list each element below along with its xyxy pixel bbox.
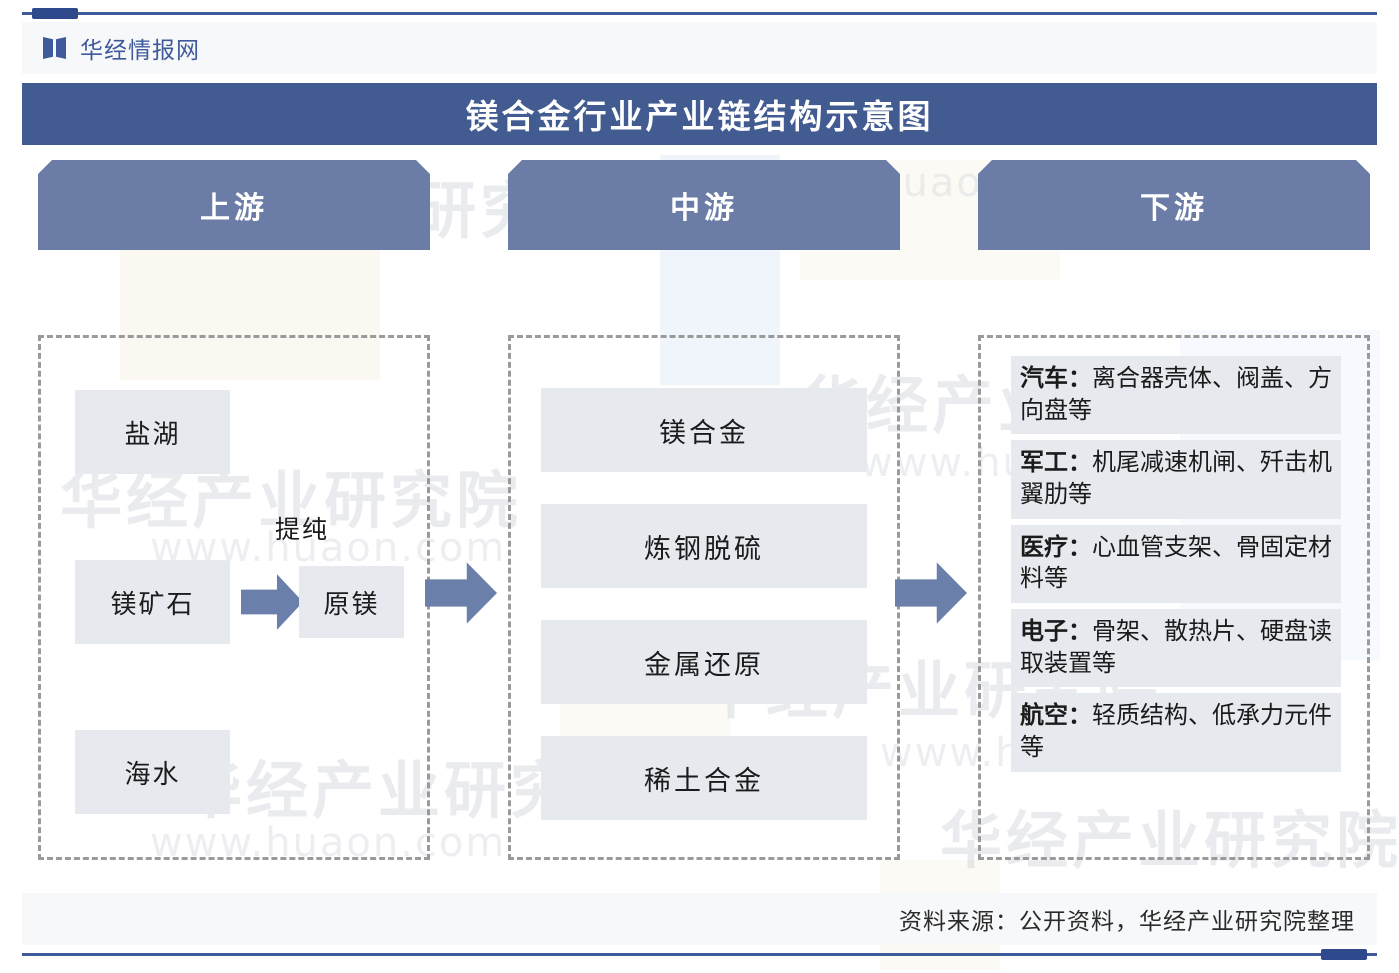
banner-downstream-label: 下游 bbox=[1140, 191, 1208, 226]
node-downstream-0: 汽车：离合器壳体、阀盖、方向盘等 bbox=[1011, 356, 1341, 435]
top-rule-tab bbox=[32, 8, 78, 19]
arrow-purify-icon bbox=[241, 574, 303, 630]
bottom-rule bbox=[22, 953, 1377, 956]
footer-bar: 资料来源：公开资料，华经产业研究院整理 bbox=[22, 893, 1377, 945]
node-midstream-3: 稀土合金 bbox=[541, 736, 867, 820]
panel-upstream: 盐湖 镁矿石 海水 提纯 原镁 bbox=[38, 335, 430, 860]
node-downstream-4-detail: 轻质结构、低承力元件等 bbox=[1020, 701, 1332, 762]
brand-bar: 华经情报网 bbox=[22, 22, 1377, 74]
banner-downstream: 下游 bbox=[978, 160, 1370, 250]
column-midstream: 中游 镁合金 炼钢脱硫 金属还原 稀土合金 bbox=[508, 160, 900, 860]
arrow-midstream-to-downstream-icon bbox=[895, 562, 967, 624]
node-downstream-2-category: 医疗： bbox=[1020, 532, 1092, 561]
banner-midstream: 中游 bbox=[508, 160, 900, 250]
industry-chain-diagram: 上游 盐湖 镁矿石 海水 提纯 原镁 中游 镁合金 炼钢脱硫 金属还原 稀土合金 bbox=[0, 160, 1399, 880]
title-bar: 镁合金行业产业链结构示意图 bbox=[22, 83, 1377, 145]
node-downstream-2: 医疗：心血管支架、骨固定材料等 bbox=[1011, 524, 1341, 604]
banner-upstream: 上游 bbox=[38, 160, 430, 250]
brand-name: 华经情报网 bbox=[80, 38, 200, 64]
node-downstream-1-detail: 机尾减速机闸、歼击机翼肋等 bbox=[1020, 448, 1332, 509]
column-downstream: 下游 汽车：离合器壳体、阀盖、方向盘等 军工：机尾减速机闸、歼击机翼肋等 医疗：… bbox=[978, 160, 1370, 860]
node-upstream-source-1: 镁矿石 bbox=[75, 560, 230, 644]
banner-upstream-label: 上游 bbox=[200, 191, 268, 226]
node-upstream-product: 原镁 bbox=[299, 566, 404, 638]
node-downstream-1-category: 军工： bbox=[1020, 448, 1092, 477]
banner-midstream-label: 中游 bbox=[670, 191, 738, 226]
node-downstream-2-detail: 心血管支架、骨固定材料等 bbox=[1020, 532, 1332, 593]
node-downstream-3-detail: 骨架、散热片、硬盘读取装置等 bbox=[1020, 617, 1332, 677]
node-upstream-source-0: 盐湖 bbox=[75, 390, 230, 474]
node-downstream-3: 电子：骨架、散热片、硬盘读取装置等 bbox=[1011, 609, 1341, 688]
node-downstream-0-category: 汽车： bbox=[1020, 364, 1092, 392]
top-rule bbox=[22, 12, 1377, 15]
process-label-purify: 提纯 bbox=[274, 515, 329, 544]
node-downstream-4: 航空：轻质结构、低承力元件等 bbox=[1011, 693, 1341, 772]
node-midstream-0: 镁合金 bbox=[541, 388, 867, 472]
node-midstream-2: 金属还原 bbox=[541, 620, 867, 704]
node-downstream-4-category: 航空： bbox=[1020, 701, 1092, 730]
node-upstream-source-2: 海水 bbox=[75, 730, 230, 814]
panel-downstream: 汽车：离合器壳体、阀盖、方向盘等 军工：机尾减速机闸、歼击机翼肋等 医疗：心血管… bbox=[978, 335, 1370, 860]
book-logo-icon bbox=[42, 35, 68, 61]
panel-midstream: 镁合金 炼钢脱硫 金属还原 稀土合金 bbox=[508, 335, 900, 860]
source-note: 资料来源：公开资料，华经产业研究院整理 bbox=[899, 909, 1355, 935]
node-downstream-0-detail: 离合器壳体、阀盖、方向盘等 bbox=[1020, 364, 1332, 424]
node-midstream-1: 炼钢脱硫 bbox=[541, 504, 867, 588]
arrow-upstream-to-midstream-icon bbox=[425, 562, 497, 624]
node-downstream-3-category: 电子： bbox=[1020, 617, 1092, 646]
column-upstream: 上游 盐湖 镁矿石 海水 提纯 原镁 bbox=[38, 160, 430, 860]
page-title: 镁合金行业产业链结构示意图 bbox=[465, 97, 934, 136]
bottom-rule-tab bbox=[1321, 949, 1367, 960]
node-downstream-1: 军工：机尾减速机闸、歼击机翼肋等 bbox=[1011, 440, 1341, 519]
